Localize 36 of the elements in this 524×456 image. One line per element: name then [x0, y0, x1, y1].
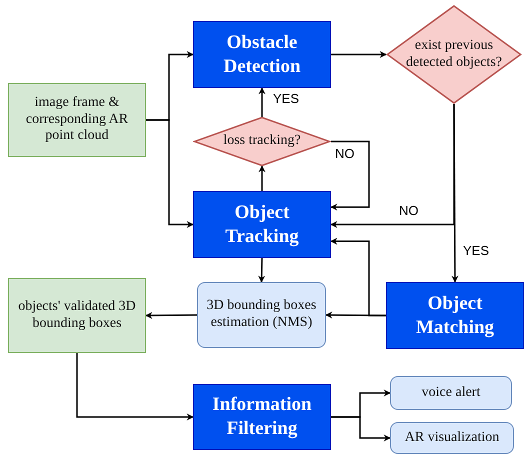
- arrow: [258, 87, 266, 117]
- arrow: [146, 119, 194, 228]
- node-text: AR visualization: [404, 430, 500, 446]
- arrow: [330, 140, 370, 211]
- edge-label: YES: [462, 243, 490, 258]
- arrow: [258, 258, 266, 283]
- arrow: [145, 312, 197, 319]
- node-text: objects' validated 3D bounding boxes: [17, 298, 137, 332]
- process-box: [386, 282, 524, 349]
- process-box: [193, 21, 331, 88]
- edge-label: YES: [272, 91, 300, 106]
- arrow: [76, 353, 194, 420]
- arrow: [325, 312, 386, 319]
- arrow: [331, 416, 391, 442]
- node-text: image frame & corresponding AR point cloud: [24, 94, 130, 146]
- rounded-box: [390, 422, 514, 454]
- edge-label: NO: [334, 146, 356, 161]
- data-box: [8, 83, 146, 157]
- process-box: [193, 384, 331, 450]
- arrow: [258, 165, 266, 191]
- node-text: Object Matching: [414, 292, 496, 340]
- node-text: Information Filtering: [211, 393, 313, 441]
- arrow: [451, 104, 458, 283]
- node-text: Object Tracking: [224, 200, 300, 248]
- node-text: Obstacle Detection: [222, 30, 302, 78]
- data-box: [8, 278, 146, 353]
- node-text: loss tracking?: [222, 133, 302, 150]
- edge-label: NO: [398, 203, 420, 218]
- node-text: voice alert: [422, 384, 480, 402]
- arrow: [331, 51, 387, 58]
- rounded-box: [197, 282, 326, 348]
- rounded-box: [390, 376, 512, 410]
- node-text: 3D bounding boxes estimation (NMS): [206, 298, 318, 332]
- arrow: [330, 238, 386, 316]
- process-box: [193, 191, 331, 258]
- node-text: exist previous detected objects?: [404, 38, 503, 72]
